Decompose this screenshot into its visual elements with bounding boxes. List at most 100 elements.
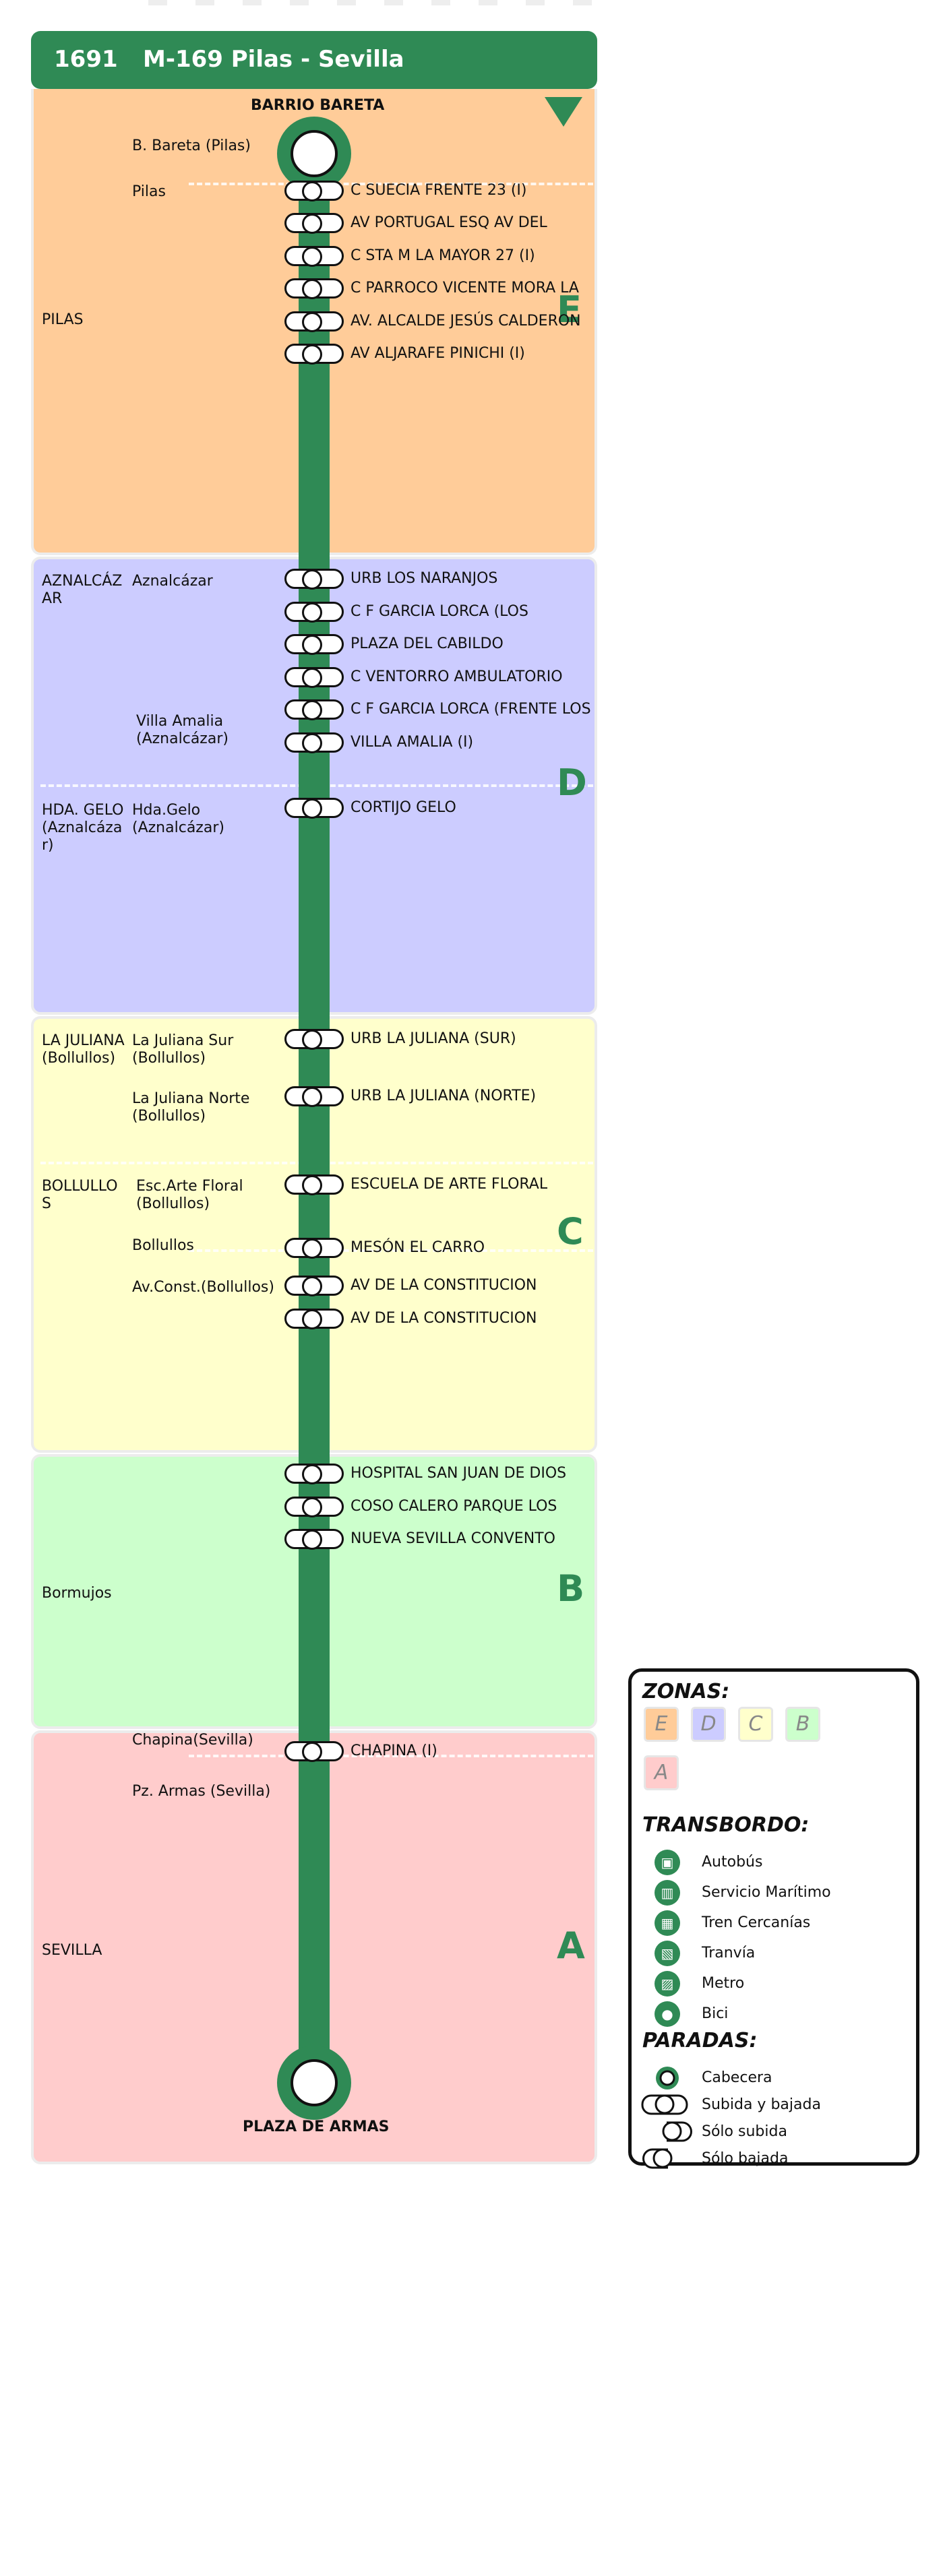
locality-label: Bollullos <box>132 1237 194 1254</box>
terminal-stop-icon <box>656 2067 679 2090</box>
zone-name: BOLLULLO S <box>42 1178 118 1212</box>
legend-zones-title: ZONAS: <box>642 1680 730 1703</box>
legend: ZONAS: E D C B A TRANSBORDO: ▣ Autobús ▥… <box>628 1668 919 2169</box>
stop-label: COSO CALERO PARQUE LOS <box>351 1498 557 1515</box>
ghost-mark <box>479 0 497 5</box>
stop-marker[interactable] <box>284 569 344 590</box>
terminal-end[interactable] <box>277 2046 351 2120</box>
locality-label: Villa Amalia (Aznalcázar) <box>136 713 229 747</box>
locality-label: Chapina(Sevilla) <box>132 1732 253 1749</box>
stop-label: ESCUELA DE ARTE FLORAL <box>351 1176 548 1193</box>
terminal-start[interactable] <box>277 117 351 191</box>
terminal-start-label: BARRIO BARETA <box>251 97 385 114</box>
locality-label: Pilas <box>132 183 166 200</box>
stop-marker[interactable] <box>284 667 344 688</box>
stop-marker[interactable] <box>284 1238 344 1259</box>
stop-marker[interactable] <box>284 311 344 332</box>
locality-label: Esc.Arte Floral (Bollullos) <box>136 1178 243 1212</box>
stop-marker[interactable] <box>284 699 344 720</box>
bike-icon: ● <box>655 2001 680 2027</box>
zone-name: SEVILLA <box>42 1942 102 1959</box>
zone-name: PILAS <box>42 311 84 328</box>
legend-zone-b: B <box>785 1707 820 1742</box>
stop-label: C SUECIA FRENTE 23 (I) <box>351 182 527 199</box>
locality-label: La Juliana Norte (Bollullos) <box>132 1090 250 1125</box>
legend-stop-label: Sólo bajada <box>702 2150 789 2167</box>
stop-marker[interactable] <box>284 1464 344 1484</box>
ghost-mark <box>526 0 545 5</box>
board-alight-stop-icon <box>641 2094 688 2115</box>
stop-marker[interactable] <box>284 798 344 819</box>
zone-letter: E <box>557 288 582 331</box>
stop-label: C F GARCIA LORCA (FRENTE LOS <box>351 701 591 718</box>
tram-icon: ▧ <box>655 1941 680 1966</box>
legend-zone-e: E <box>644 1707 679 1742</box>
stop-label: C VENTORRO AMBULATORIO <box>351 668 563 685</box>
stop-marker[interactable] <box>284 1029 344 1050</box>
stop-label: URB LA JULIANA (SUR) <box>351 1030 516 1047</box>
stop-marker[interactable] <box>284 246 344 267</box>
legend-stops-title: PARADAS: <box>642 2029 758 2052</box>
stop-label: URB LOS NARANJOS <box>351 570 498 587</box>
zone-letter: C <box>557 1210 584 1253</box>
stop-marker[interactable] <box>284 1086 344 1107</box>
stop-marker[interactable] <box>284 1741 344 1762</box>
locality-label: Av.Const.(Bollullos) <box>132 1279 274 1296</box>
stop-marker[interactable] <box>284 1276 344 1296</box>
stop-marker[interactable] <box>284 213 344 234</box>
stop-label: C F GARCIA LORCA (LOS <box>351 603 528 620</box>
legend-stop-label: Subida y bajada <box>702 2096 821 2113</box>
stop-marker[interactable] <box>284 181 344 201</box>
ghost-mark <box>243 0 262 5</box>
metro-icon: ▨ <box>655 1971 680 1997</box>
locality-separator <box>189 1249 593 1252</box>
ghost-mark <box>573 0 592 5</box>
zone-letter: B <box>557 1567 585 1610</box>
stop-marker[interactable] <box>284 1174 344 1195</box>
stop-marker[interactable] <box>284 732 344 753</box>
zone-name: LA JULIANA (Bollullos) <box>42 1032 125 1067</box>
stop-label: VILLA AMALIA (I) <box>351 734 474 751</box>
locality-label: Hda.Gelo (Aznalcázar) <box>132 802 224 836</box>
stop-label: NUEVA SEVILLA CONVENTO <box>351 1530 555 1547</box>
legend-transfer-title: TRANSBORDO: <box>642 1813 810 1837</box>
route-name: M-169 Pilas - Sevilla <box>143 46 404 73</box>
ghost-mark <box>290 0 309 5</box>
stop-label: MESÓN EL CARRO <box>351 1239 485 1256</box>
legend-transfer-label: Bici <box>702 2005 729 2022</box>
stop-marker[interactable] <box>284 602 344 623</box>
stop-label: CHAPINA (I) <box>351 1742 437 1759</box>
legend-stop-label: Cabecera <box>702 2069 772 2086</box>
legend-zone-d: D <box>691 1707 726 1742</box>
stop-marker[interactable] <box>284 1529 344 1550</box>
legend-zone-c: C <box>738 1707 773 1742</box>
zone-name: HDA. GELO (Aznalcáza r) <box>42 802 124 854</box>
stop-marker[interactable] <box>284 1309 344 1329</box>
stop-marker[interactable] <box>284 634 344 655</box>
legend-transfer-label: Autobús <box>702 1854 763 1871</box>
stop-label: AV DE LA CONSTITUCION <box>351 1277 537 1294</box>
ghost-mark <box>384 0 403 5</box>
terminal-end-label: PLAZA DE ARMAS <box>243 2118 390 2135</box>
bus-icon: ▣ <box>655 1850 680 1875</box>
direction-arrow-icon <box>545 97 582 127</box>
stop-marker[interactable] <box>284 344 344 365</box>
stop-label: AV ALJARAFE PINICHI (I) <box>351 345 525 362</box>
stop-marker[interactable] <box>284 278 344 299</box>
zone-letter: A <box>557 1924 585 1967</box>
locality-separator <box>189 1755 593 1757</box>
ghost-mark <box>195 0 214 5</box>
locality-label: B. Bareta (Pilas) <box>132 137 251 154</box>
ferry-icon: ▥ <box>655 1880 680 1906</box>
train-icon: ▦ <box>655 1910 680 1936</box>
locality-label: La Juliana Sur (Bollullos) <box>132 1032 234 1067</box>
stop-marker[interactable] <box>284 1497 344 1517</box>
stop-label: PLAZA DEL CABILDO <box>351 635 504 652</box>
zone-letter: D <box>557 761 587 804</box>
stop-label: URB LA JULIANA (NORTE) <box>351 1088 537 1104</box>
stop-label: CORTIJO GELO <box>351 799 456 816</box>
stop-label: C PARROCO VICENTE MORA LA <box>351 280 579 296</box>
stop-label: HOSPITAL SAN JUAN DE DIOS <box>351 1465 567 1482</box>
alight-only-stop-icon <box>642 2148 673 2169</box>
board-only-stop-icon <box>662 2121 692 2142</box>
